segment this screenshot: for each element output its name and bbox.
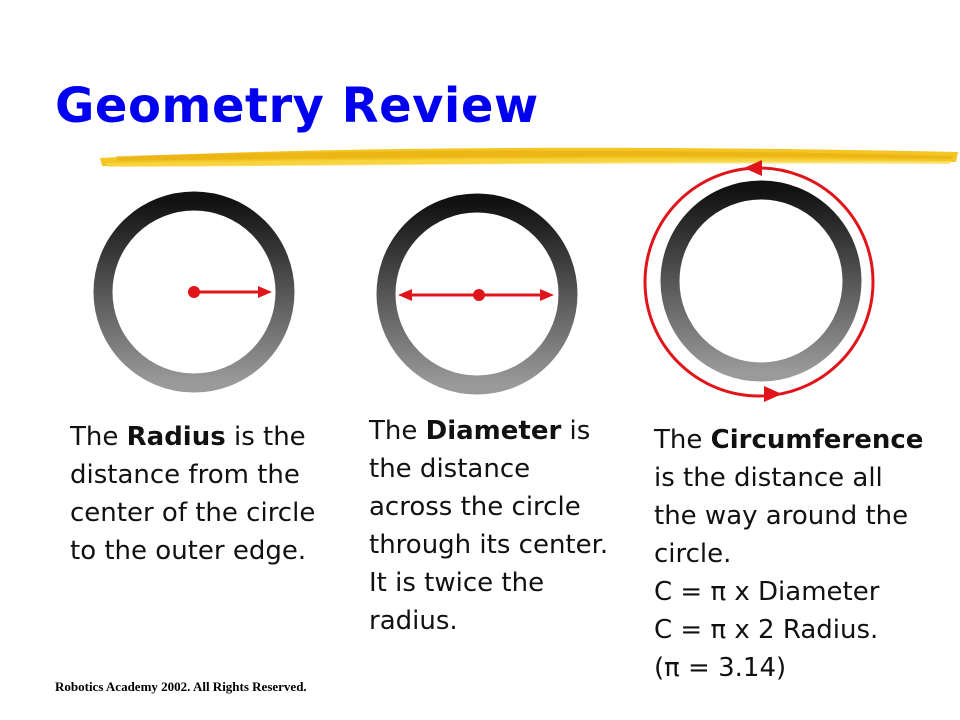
diameter-term: Diameter — [425, 416, 562, 446]
circumference-arrowhead-top — [744, 160, 762, 176]
diameter-caption-text: The — [369, 416, 426, 446]
circumference-caption-line: The Circumference — [654, 421, 923, 459]
diameter-caption-text: is — [561, 416, 591, 446]
circumference-caption-text: (π = 3.14) — [654, 653, 787, 683]
diameter-diagram — [376, 193, 578, 395]
diameter-caption-text: radius. — [369, 606, 458, 636]
diameter-caption: The Diameter is the distance across the ci… — [369, 412, 608, 640]
radius-caption-text: center of the circle — [70, 498, 316, 528]
circumference-ring — [660, 180, 862, 382]
circumference-caption-line: C = π x Diameter — [654, 573, 923, 611]
circumference-arrowhead-bottom — [764, 386, 782, 402]
radius-caption-line: distance from the — [70, 456, 315, 494]
slide-title: Geometry Review — [55, 78, 539, 134]
radius-caption-line: center of the circle — [70, 494, 315, 532]
circumference-caption-line: C = π x 2 Radius. — [654, 611, 923, 649]
diameter-caption-line: the distance — [369, 450, 608, 488]
diameter-caption-text: the distance — [369, 454, 531, 484]
circumference-caption-line: (π = 3.14) — [654, 649, 923, 687]
radius-caption: The Radius is the distance from the center… — [70, 418, 315, 570]
radius-caption-text: The — [70, 422, 127, 452]
circumference-caption-line: circle. — [654, 535, 923, 573]
circumference-caption-text: the way around the — [654, 501, 909, 531]
diameter-caption-line: It is twice the — [369, 564, 608, 602]
circumference-diagram — [643, 160, 875, 402]
radius-caption-text: to the outer edge. — [70, 536, 307, 566]
radius-caption-line: to the outer edge. — [70, 532, 315, 570]
diameter-arrowhead-left — [398, 289, 412, 301]
radius-caption-line: The Radius is the — [70, 418, 315, 456]
radius-ring — [93, 191, 295, 393]
circumference-caption-line: is the distance all — [654, 459, 923, 497]
radius-term: Radius — [126, 422, 226, 452]
circumference-caption-line: the way around the — [654, 497, 923, 535]
highlighter-stroke-streak — [116, 150, 954, 161]
highlighter-underline — [100, 147, 958, 167]
circumference-caption-text: The — [654, 425, 711, 455]
diameter-caption-line: The Diameter is — [369, 412, 608, 450]
radius-caption-text: is the — [225, 422, 306, 452]
circumference-caption-text: circle. — [654, 539, 732, 569]
radius-caption-text: distance from the — [70, 460, 300, 490]
circumference-term: Circumference — [710, 425, 924, 455]
diameter-caption-line: across the circle — [369, 488, 608, 526]
diameter-ring — [376, 193, 578, 395]
diameter-caption-line: radius. — [369, 602, 608, 640]
diameter-arrowhead-right — [540, 289, 554, 301]
circumference-caption-text: C = π x 2 Radius. — [654, 615, 879, 645]
diameter-caption-text: It is twice the — [369, 568, 545, 598]
diameter-caption-text: across the circle — [369, 492, 581, 522]
copyright-footer: Robotics Academy 2002. All Rights Reserv… — [55, 679, 307, 694]
highlighter-stroke-edge — [106, 158, 951, 167]
diameter-caption-line: through its center. — [369, 526, 608, 564]
circumference-caption: The Circumference is the distance all the … — [654, 421, 923, 687]
radius-arrowhead — [258, 286, 272, 298]
circumference-caption-text: C = π x Diameter — [654, 577, 880, 607]
radius-diagram — [93, 191, 295, 393]
circumference-caption-text: is the distance all — [654, 463, 883, 493]
diameter-caption-text: through its center. — [369, 530, 609, 560]
